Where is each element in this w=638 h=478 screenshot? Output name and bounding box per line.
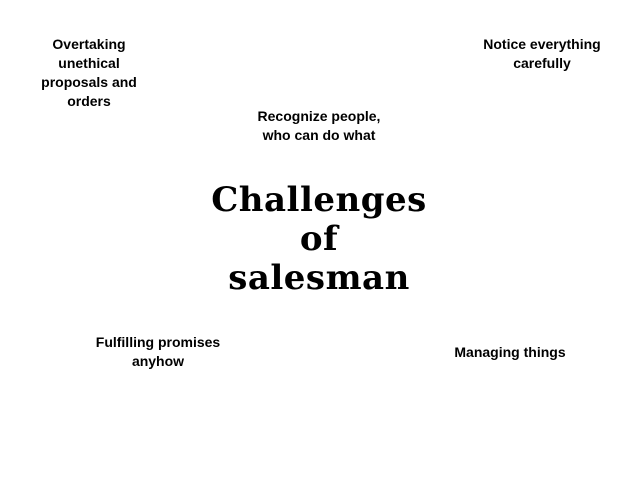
note-line: Managing things	[454, 344, 566, 360]
title-line: salesman	[228, 258, 410, 298]
note-line: orders	[67, 93, 111, 109]
diagram-center-title: Challenges of salesman	[198, 181, 440, 298]
title-line: of	[299, 219, 339, 259]
note-line: carefully	[513, 55, 571, 71]
note-line: unethical	[58, 55, 120, 71]
challenge-notice-everything: Notice everything carefully	[468, 35, 616, 73]
note-line: Recognize people,	[257, 108, 381, 124]
title-line: Challenges	[211, 180, 427, 220]
note-line: anyhow	[131, 353, 185, 369]
challenge-fulfilling-promises: Fulfilling promises anyhow	[80, 333, 236, 371]
challenge-managing-things: Managing things	[440, 343, 580, 362]
note-line: Notice everything	[483, 36, 601, 52]
challenge-recognize-people: Recognize people, who can do what	[238, 107, 400, 145]
note-line: who can do what	[262, 127, 376, 143]
challenge-overtaking-unethical-proposals: Overtaking unethical proposals and order…	[30, 35, 148, 111]
note-line: proposals and	[41, 74, 137, 90]
note-line: Overtaking	[52, 36, 126, 52]
note-line: Fulfilling promises	[95, 334, 221, 350]
